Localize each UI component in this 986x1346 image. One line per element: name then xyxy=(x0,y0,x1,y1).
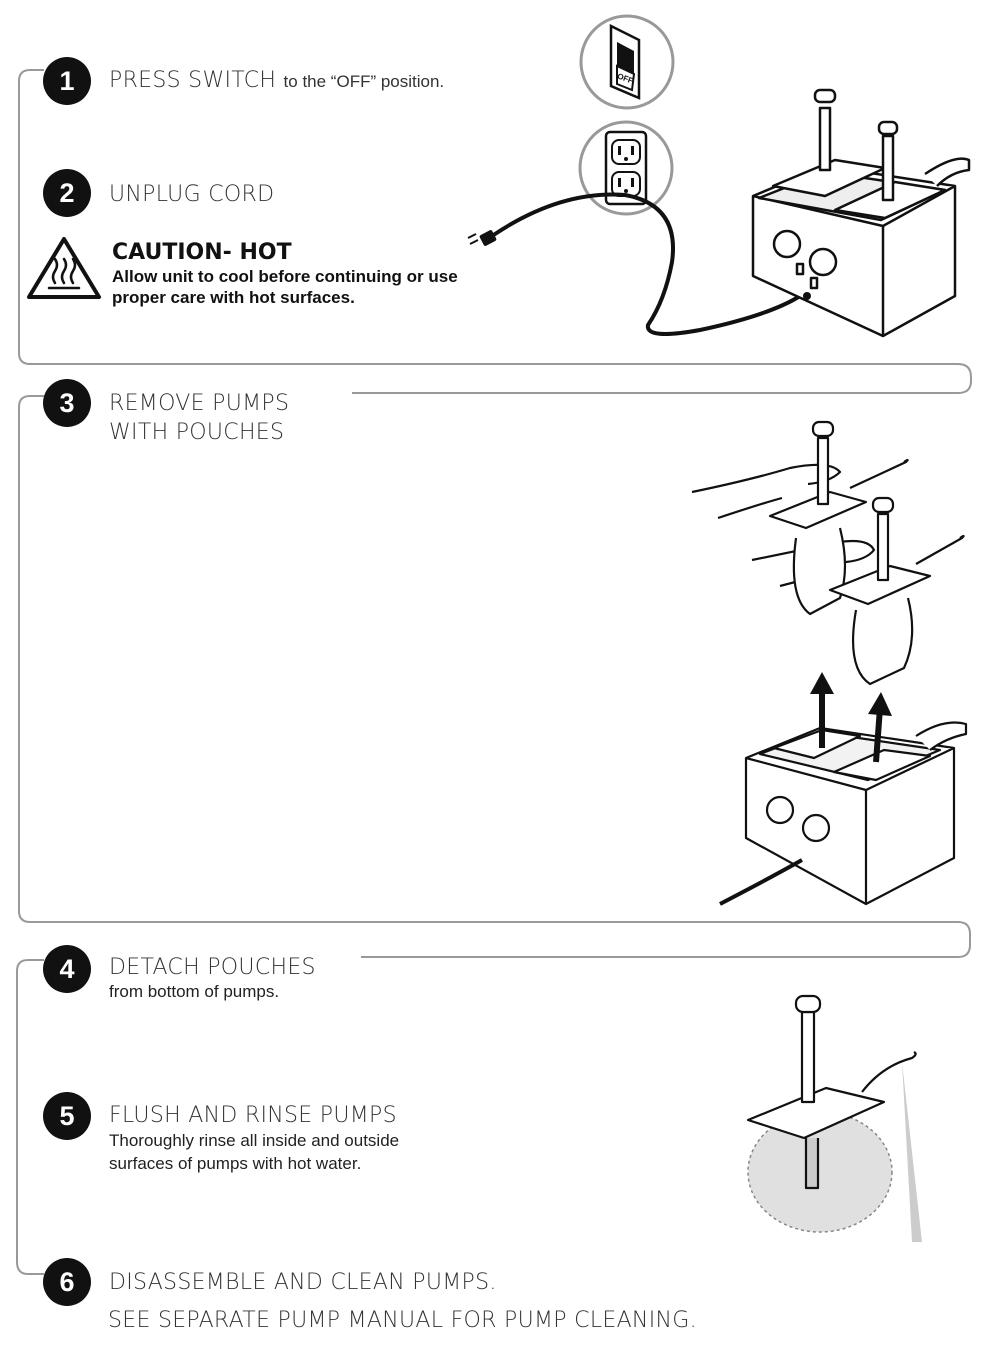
step-1-number: 1 xyxy=(59,66,75,96)
remove-pumps-illustration xyxy=(691,420,968,906)
step-6-badge: 6 xyxy=(43,1258,91,1306)
hot-surface-warning-icon xyxy=(27,237,101,299)
rocker-switch-icon: OFF xyxy=(579,14,675,110)
step-1-heading: PRESS SWITCH to the “OFF” position. xyxy=(109,68,444,93)
step-5-badge: 5 xyxy=(43,1092,91,1140)
step-4-badge: 4 xyxy=(43,945,91,993)
warmer-with-pumps-illustration xyxy=(751,88,971,338)
caution-line-2: proper care with hot surfaces. xyxy=(112,288,355,307)
caution-title: CAUTION- HOT xyxy=(112,240,292,265)
step-1-badge: 1 xyxy=(43,57,91,105)
wall-outlet-icon xyxy=(578,120,674,216)
step-6-number: 6 xyxy=(59,1267,75,1297)
plug-icon xyxy=(467,230,497,246)
step-4-title: DETACH POUCHES xyxy=(109,955,316,980)
step-2-title: UNPLUG CORD xyxy=(109,182,275,207)
caution-line-1: Allow unit to cool before continuing or … xyxy=(112,267,458,286)
step-3-number: 3 xyxy=(59,388,75,418)
footer-note: SEE SEPARATE PUMP MANUAL FOR PUMP CLEANI… xyxy=(108,1308,697,1333)
step-5-subtitle-line-1: Thoroughly rinse all inside and outside xyxy=(109,1131,400,1150)
step-4-subtitle: from bottom of pumps. xyxy=(109,982,280,1001)
step-3-title-line-2: WITH POUCHES xyxy=(109,420,285,445)
step-3-badge: 3 xyxy=(43,379,91,427)
step-5-number: 5 xyxy=(59,1101,75,1131)
step-6-title: DISASSEMBLE AND CLEAN PUMPS. xyxy=(109,1270,497,1295)
step-1-suffix: to the “OFF” position. xyxy=(283,72,445,91)
step-2-badge: 2 xyxy=(43,169,91,217)
step-1-title: PRESS SWITCH xyxy=(109,68,277,93)
step-5-subtitle-line-2: surfaces of pumps with hot water. xyxy=(109,1154,362,1173)
step-3-title-line-1: REMOVE PUMPS xyxy=(109,391,290,416)
step-5-title: FLUSH AND RINSE PUMPS xyxy=(109,1103,397,1128)
step-4-number: 4 xyxy=(59,954,75,984)
rinse-pump-illustration xyxy=(746,994,922,1242)
step-2-number: 2 xyxy=(59,178,75,208)
